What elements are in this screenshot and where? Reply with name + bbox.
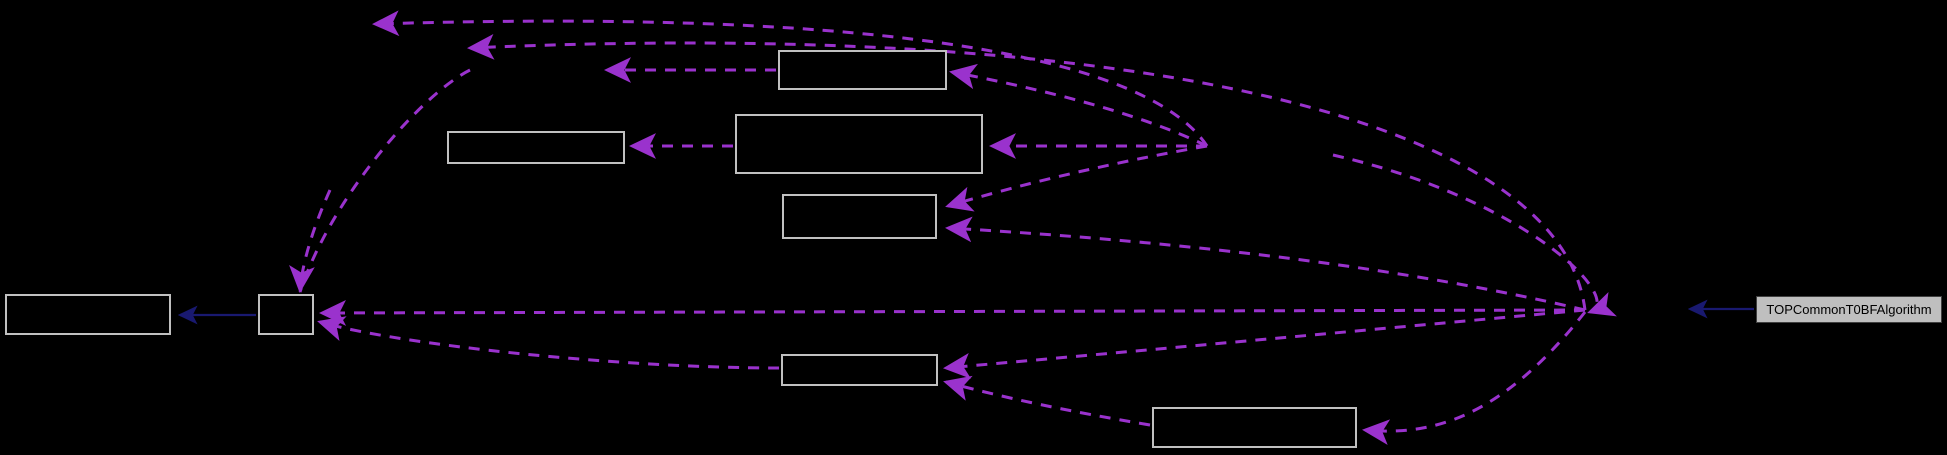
edge-usage-node6-node1	[317, 316, 780, 370]
edge-usage-hub-node5	[949, 63, 1208, 148]
graph-node-topcommont0bfalgorithm[interactable]: TOPCommonT0BFAlgorithm	[1756, 296, 1942, 323]
edge-usage-node7-node6	[943, 375, 1151, 427]
graph-node-5[interactable]	[778, 50, 947, 90]
graph-node-0[interactable]	[5, 294, 171, 335]
inheritance-edges	[177, 299, 1754, 325]
edge-usage-hub-node7	[1362, 311, 1587, 446]
edge-usage-hub-topleft-b	[467, 34, 1587, 311]
edge-usage-hub-rightarc	[1332, 153, 1617, 317]
edge-usage-node1-topup-arrow	[289, 189, 332, 293]
edge-usage-hub-topleft-a	[372, 10, 1209, 147]
usage-edges	[289, 10, 1617, 446]
edge-usage-node1-topup	[298, 68, 471, 293]
graph-node-3[interactable]	[735, 114, 983, 174]
edge-usage-hub-node4b	[945, 216, 1586, 312]
graph-node-2[interactable]	[447, 131, 625, 164]
graph-node-7[interactable]	[1152, 407, 1357, 448]
graph-node-topcommont0bfalgorithm-label: TOPCommonT0BFAlgorithm	[1766, 301, 1932, 317]
edge-usage-hub-node6	[943, 308, 1586, 379]
edge-usage-hub-node4	[945, 144, 1208, 212]
edge-usage-hub-node1	[319, 300, 1586, 326]
graph-node-4[interactable]	[782, 194, 937, 239]
graph-node-1[interactable]	[258, 294, 314, 335]
graph-node-6[interactable]	[781, 354, 938, 386]
